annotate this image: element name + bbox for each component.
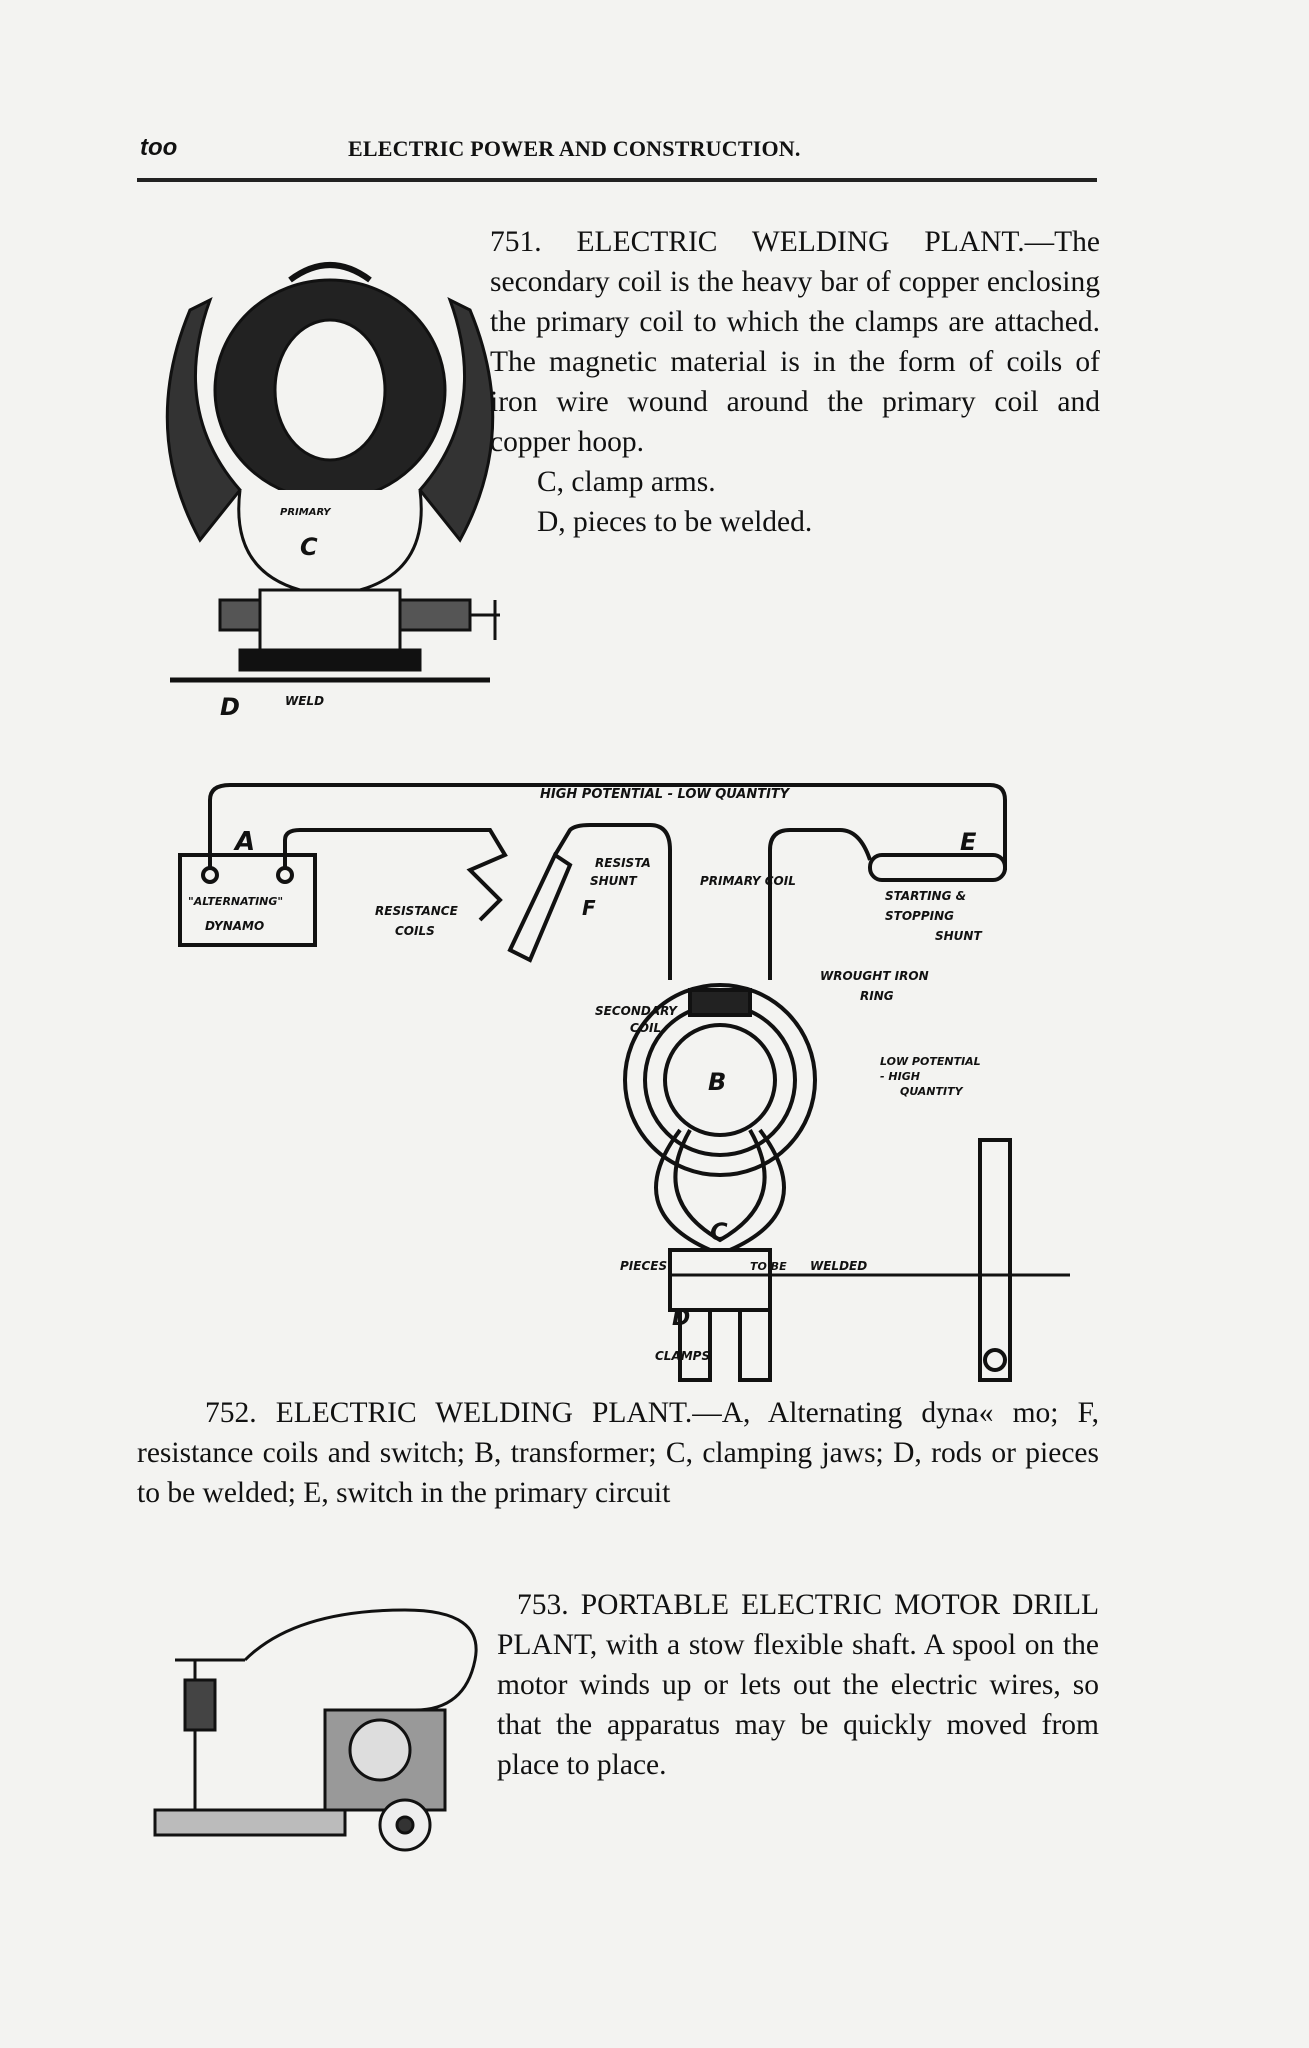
- fig751-text: 751. ELECTRIC WELDING PLANT.—The seconda…: [490, 226, 1100, 458]
- label-shunt-2: SHUNT: [590, 874, 637, 888]
- label-e: E: [960, 828, 977, 856]
- label-shunt-1: RESISTA: [595, 856, 651, 870]
- label-b: B: [708, 1068, 726, 1096]
- label-dynamo-1: "ALTERNATING": [188, 895, 283, 908]
- label-pieces: PIECES: [620, 1259, 667, 1273]
- label-low-1: LOW POTENTIAL: [880, 1055, 981, 1068]
- label-d: D: [220, 693, 240, 721]
- header-rule: [137, 178, 1097, 182]
- label-welded: WELDED: [810, 1259, 867, 1273]
- label-to-be: TO BE: [750, 1260, 787, 1273]
- label-primary: PRIMARY: [280, 507, 332, 518]
- welding-plant-circuit-diagram: HIGH POTENTIAL - LOW QUANTITY A "ALTERNA…: [178, 783, 1070, 1382]
- label-starting-2: STOPPING: [885, 909, 954, 923]
- label-low-3: QUANTITY: [900, 1085, 964, 1098]
- fig751-key-c: C, clamp arms.: [537, 466, 716, 498]
- label-a: A: [233, 827, 255, 857]
- label-primary-coil: PRIMARY COIL: [700, 874, 796, 888]
- label-resistance-2: COILS: [395, 924, 435, 938]
- portable-drill-illustration: [153, 1608, 478, 1852]
- label-secondary-1: SECONDARY: [595, 1004, 678, 1018]
- label-c: C: [300, 533, 318, 561]
- fig753-description: 753. PORTABLE ELECTRIC MOTOR DRILL PLANT…: [497, 1589, 1099, 1781]
- label-f: F: [582, 896, 596, 920]
- page-number: too: [140, 134, 178, 161]
- label-weld: WELD: [285, 694, 324, 708]
- label-low-2: - HIGH: [880, 1070, 920, 1083]
- label-starting-3: SHUNT: [935, 929, 982, 943]
- label-high-potential: HIGH POTENTIAL - LOW QUANTITY: [540, 787, 791, 802]
- fig752-caption: 752. ELECTRIC WELDING PLANT.—A, Alternat…: [137, 1397, 1099, 1509]
- label-iron-1: WROUGHT IRON: [820, 969, 929, 983]
- label-starting-1: STARTING &: [885, 889, 966, 903]
- label-clamps: CLAMPS: [655, 1349, 710, 1363]
- fig751-description: 751. ELECTRIC WELDING PLANT.—The seconda…: [490, 222, 1100, 542]
- fig751-key-d: D, pieces to be welded.: [537, 506, 813, 538]
- running-title: ELECTRIC POWER AND CONSTRUCTION.: [348, 136, 801, 161]
- label-c: C: [710, 1218, 728, 1246]
- label-iron-2: RING: [860, 989, 894, 1003]
- label-d: D: [672, 1306, 690, 1331]
- label-secondary-2: COIL: [630, 1021, 661, 1035]
- label-resistance-1: RESISTANCE: [375, 904, 459, 918]
- welding-transformer-illustration: PRIMARY C D WELD: [165, 262, 500, 721]
- label-dynamo-2: DYNAMO: [205, 919, 264, 933]
